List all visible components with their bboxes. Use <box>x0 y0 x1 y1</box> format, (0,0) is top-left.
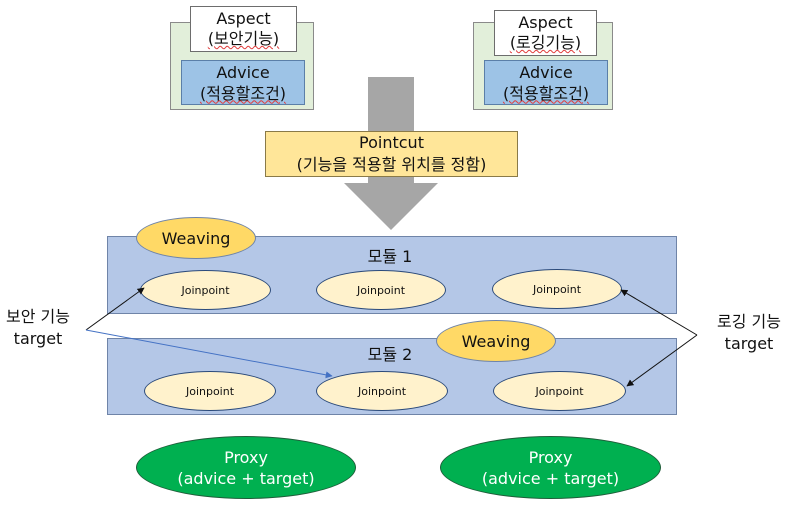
logging-target-line1: 로깅 기능 <box>717 312 781 331</box>
aspect-logging-box: Aspect (로깅기능) <box>494 10 597 56</box>
weaving-module-1: Weaving <box>136 217 256 259</box>
joinpoint-m1-3: Joinpoint <box>492 269 622 309</box>
pointcut-title: Pointcut <box>359 133 424 152</box>
advice-security-condition: (적용할조건) <box>199 83 287 103</box>
logging-target-line2: target <box>724 334 774 353</box>
proxy-security-title: Proxy <box>224 447 268 467</box>
joinpoint-m2-3: Joinpoint <box>493 371 626 411</box>
weaving-module-2: Weaving <box>436 320 556 362</box>
joinpoint-m1-2: Joinpoint <box>316 270 446 310</box>
pointcut-box: Pointcut (기능을 적용할 위치를 정함) <box>265 131 518 177</box>
logging-target-label: 로깅 기능 target <box>706 311 792 355</box>
joinpoint-m2-1: Joinpoint <box>144 371 276 411</box>
joinpoint-m1-1: Joinpoint <box>140 270 271 310</box>
security-target-line1: 보안 기능 <box>6 307 70 326</box>
security-arrow-to-joinpoint-m2-2 <box>85 329 333 379</box>
joinpoint-m2-2: Joinpoint <box>316 371 448 411</box>
security-target-label: 보안 기능 target <box>0 306 78 350</box>
advice-logging-condition: (적용할조건) <box>502 83 590 103</box>
proxy-security-desc: (advice + target) <box>177 468 315 488</box>
module-1-title: 모듈 1 <box>367 247 413 266</box>
pointcut-description: (기능을 적용할 위치를 정함) <box>296 155 487 174</box>
proxy-security: Proxy (advice + target) <box>136 436 356 499</box>
aspect-logging-label: Aspect <box>518 13 573 32</box>
proxy-logging-title: Proxy <box>528 447 573 467</box>
advice-logging-box: Advice (적용할조건) <box>484 60 608 105</box>
proxy-logging: Proxy (advice + target) <box>440 436 661 499</box>
advice-logging-label: Advice <box>519 62 573 82</box>
module-2-title: 모듈 2 <box>367 345 413 364</box>
aspect-security-label: Aspect <box>216 9 271 28</box>
advice-security-box: Advice (적용할조건) <box>181 60 305 105</box>
aspect-logging-role: (로깅기능) <box>509 33 582 52</box>
security-target-line2: target <box>13 329 63 348</box>
advice-security-label: Advice <box>216 62 270 82</box>
logging-arrow-to-joinpoint-m2-3 <box>626 334 698 387</box>
proxy-logging-desc: (advice + target) <box>481 468 620 488</box>
security-arrow-to-joinpoint-m1-1 <box>85 287 145 331</box>
aspect-security-box: Aspect (보안기능) <box>190 6 297 52</box>
aspect-security-role: (보안기능) <box>207 29 280 48</box>
logging-arrow-to-joinpoint-m1-3 <box>620 289 698 336</box>
